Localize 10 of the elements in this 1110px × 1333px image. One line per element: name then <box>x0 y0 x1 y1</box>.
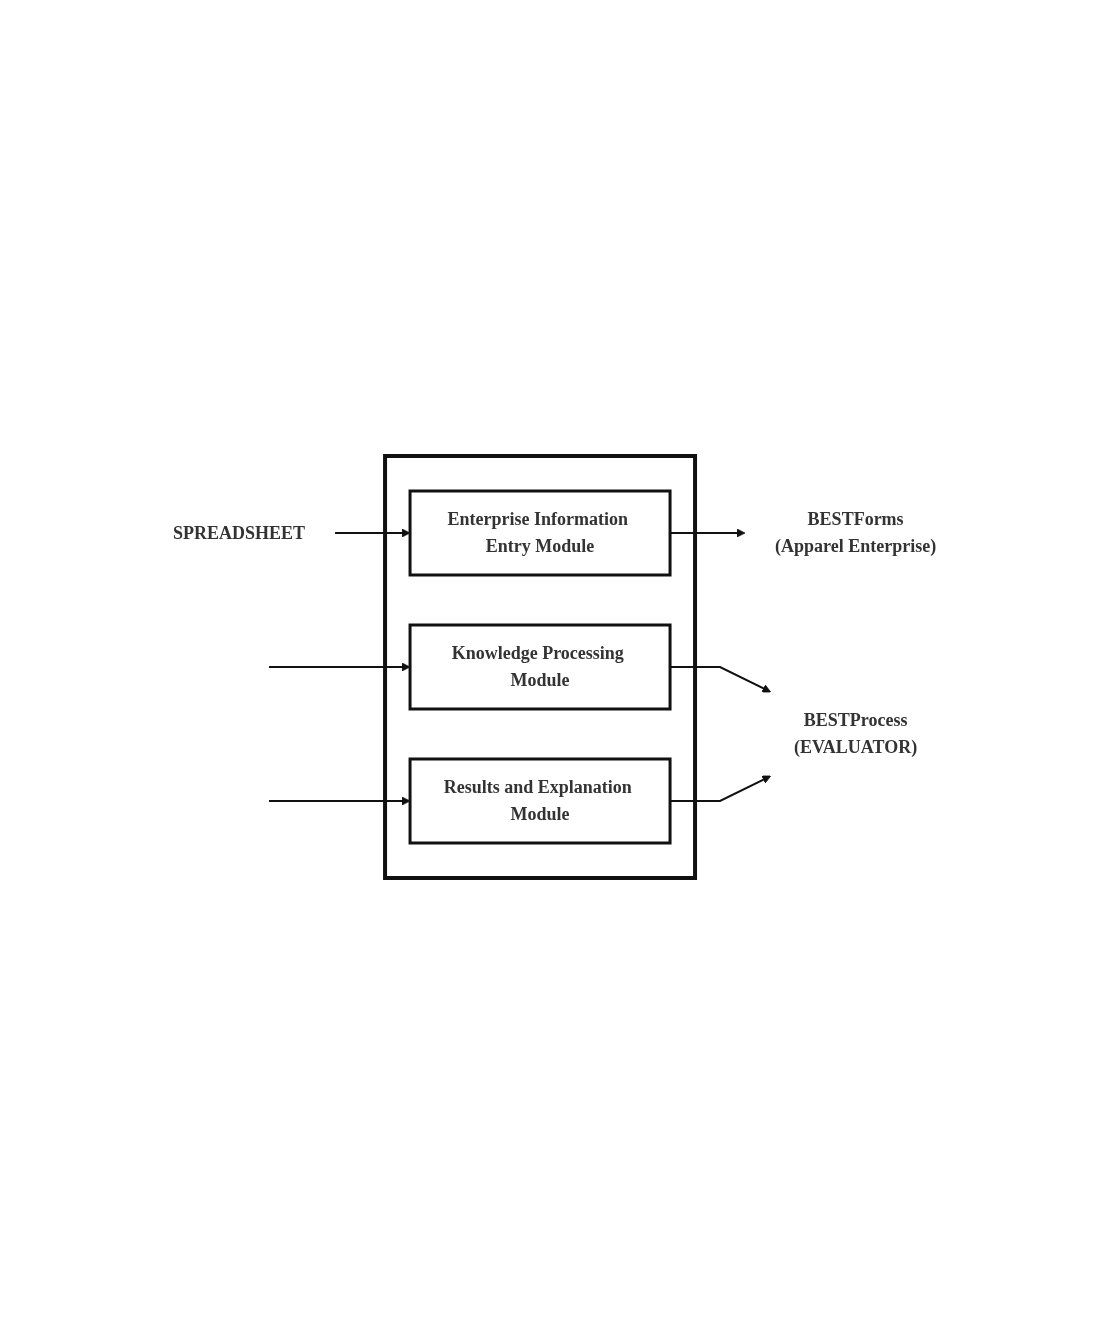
node-box: Knowledge Processing Module <box>408 623 672 710</box>
node-text: SPREADSHEET <box>173 522 306 542</box>
node-box: Results and Explanation Module <box>408 757 672 844</box>
node-text: BESTForms (Apparel Enterprise) <box>775 508 937 556</box>
arrow <box>268 796 411 805</box>
node-box: Enterprise Information Entry Module <box>408 489 672 576</box>
node-text: BESTProcess (EVALUATOR) <box>794 709 918 757</box>
arrow <box>334 528 411 537</box>
cluster <box>383 453 698 880</box>
arrow <box>268 662 411 671</box>
